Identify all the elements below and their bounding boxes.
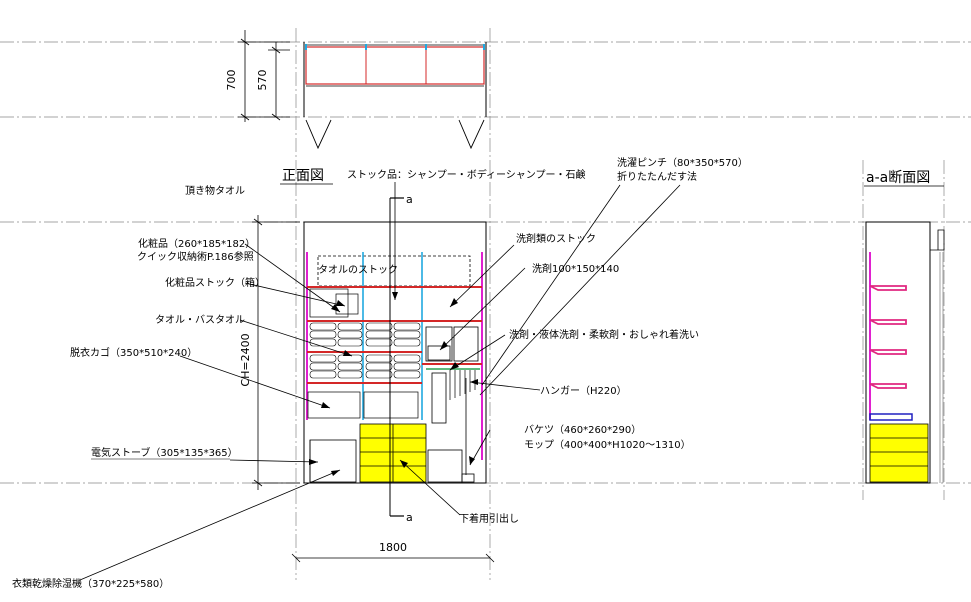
ch-dimension-line: [252, 215, 300, 490]
section-view-title: a-a断面図: [866, 170, 930, 186]
leader-arrowheads: [309, 292, 478, 476]
label-laundry-hanger-fold: 折りたたんだす法: [617, 170, 697, 183]
label-heater: 電気ストーブ（305*135*365）: [91, 446, 238, 459]
label-underwear-drawer: 下着用引出し: [459, 512, 519, 525]
label-hanger: ハンガー（H220）: [540, 385, 627, 397]
dim-ceiling-height: CH=2400: [239, 333, 252, 386]
label-mop: モップ（400*400*H1020～1310）: [524, 439, 691, 451]
label-towels: タオル・バスタオル: [155, 314, 245, 326]
label-towel-gift: 頂き物タオル: [185, 184, 245, 197]
label-stock-items: ストック品：シャンプー・ボディーシャンプー・石鹸: [347, 168, 586, 181]
section-view: [865, 221, 945, 484]
dim-upper-inner: 570: [256, 70, 269, 91]
label-cosmetics: 化粧品（260*185*182）: [138, 237, 255, 250]
width-dimension-line: [291, 553, 495, 563]
front-view-title: 正面図: [282, 168, 324, 184]
upper-cabinet: [303, 42, 487, 150]
dim-upper-total: 700: [225, 70, 238, 91]
label-cosmetics-ref: クイック収納術P.186参照: [137, 250, 254, 263]
label-detergent-size: 洗剤100*150*140: [532, 262, 619, 275]
label-towel-stock: タオルのストック: [318, 264, 398, 276]
main-closet: [303, 221, 487, 484]
section-mark-top: a: [406, 193, 413, 206]
label-detergent-types: 洗剤・液体洗剤・柔軟剤・おしゃれ着洗い: [509, 328, 699, 341]
upper-dimension-lines: [238, 30, 290, 122]
label-dehumidifier: 衣類乾燥除湿機（370*225*580）: [12, 577, 169, 590]
label-bucket: バケツ（460*260*290）: [524, 424, 641, 436]
section-mark-bottom: a: [406, 511, 413, 524]
leader-lines: [79, 182, 681, 581]
label-laundry-basket: 脱衣カゴ（350*510*240）: [70, 346, 197, 359]
dim-width: 1800: [379, 541, 407, 554]
section-cut-line: [389, 197, 404, 517]
label-detergent-stock: 洗剤類のストック: [516, 232, 596, 245]
label-laundry-hanger: 洗濯ピンチ（80*350*570）: [617, 157, 748, 169]
label-cosmetics-box: 化粧品ストック（箱）: [165, 276, 265, 289]
